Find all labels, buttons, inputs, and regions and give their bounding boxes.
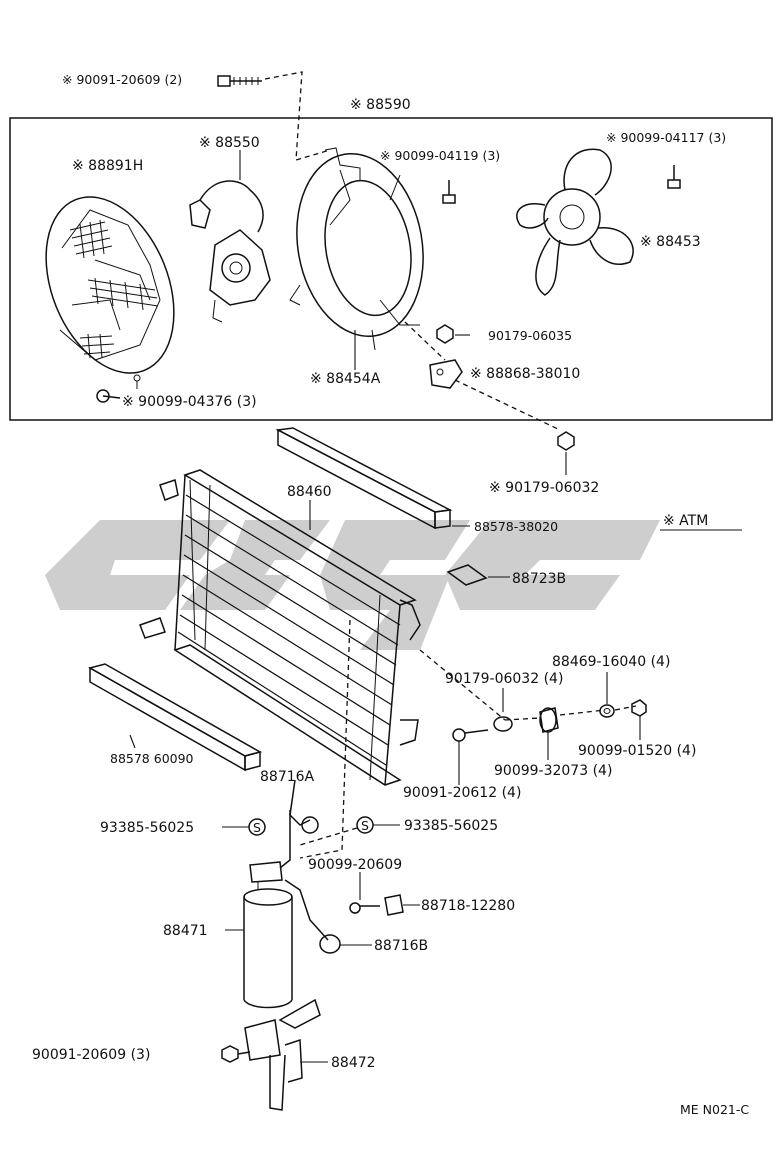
label-90091-20612: 90091-20612 (4) — [403, 785, 521, 801]
label-90179-06035: 90179-06035 — [488, 328, 572, 343]
label-90099-04117: ※ 90099-04117 (3) — [606, 130, 726, 145]
label-88578-60090: 88578 60090 — [110, 751, 194, 766]
tube-88716b — [284, 879, 372, 954]
leader-bracket-dash — [404, 321, 561, 431]
label-90099-04119: ※ 90099-04119 (3) — [380, 148, 500, 163]
label-88454a: ※ 88454A — [310, 371, 381, 387]
condenser-88460 — [139, 469, 421, 786]
mounting-hardware — [419, 649, 647, 785]
label-90179-06032: ※ 90179-06032 — [489, 480, 599, 496]
fan-motor-88550 — [189, 150, 271, 323]
label-88460: 88460 — [287, 484, 332, 500]
label-90099-32073: 90099-32073 (4) — [494, 763, 612, 779]
fan-assembly-box — [9, 117, 773, 421]
label-90099-20609: 90099-20609 — [308, 857, 402, 873]
label-90091-20609-3: 90091-20609 (3) — [32, 1047, 150, 1063]
bracket-88868 — [429, 359, 463, 389]
label-90099-04376: ※ 90099-04376 (3) — [122, 394, 257, 410]
label-88868-38010: ※ 88868-38010 — [470, 366, 580, 382]
oring-right-symbol: S — [361, 818, 369, 833]
label-93385-56025-left: 93385-56025 — [100, 820, 194, 836]
label-88716a: 88716A — [260, 769, 315, 785]
label-88550: ※ 88550 — [199, 135, 260, 151]
label-88891h: ※ 88891H — [72, 158, 143, 174]
label-88578-38020: 88578-38020 — [474, 519, 558, 534]
seal-88578-60090 — [88, 663, 262, 772]
oring-left-symbol: S — [253, 820, 261, 835]
doc-code: ME N021-C — [680, 1102, 749, 1117]
screw-04119 — [442, 180, 456, 204]
label-atm-note: ※ ATM — [663, 513, 708, 529]
shroud-88454a — [289, 147, 424, 370]
oring-left: S — [248, 818, 266, 836]
leader-bolt-top — [264, 71, 331, 161]
label-88453: ※ 88453 — [640, 234, 701, 250]
label-88469-16040: 88469-16040 (4) — [552, 654, 670, 670]
label-88716b: 88716B — [374, 938, 428, 954]
label-88718-12280: 88718-12280 — [421, 898, 515, 914]
label-88590: ※ 88590 — [350, 97, 411, 113]
clamp-88718 — [384, 894, 420, 916]
oring-dash — [299, 827, 358, 846]
bolt-top — [217, 75, 262, 87]
receiver-88471 — [225, 861, 293, 1009]
tube-88716a — [279, 619, 351, 869]
nut-06035 — [436, 324, 470, 344]
label-88471: 88471 — [163, 923, 208, 939]
screw-04376 — [96, 389, 121, 403]
nut-06032-top — [557, 431, 575, 475]
label-bolt-top: ※ 90091-20609 (2) — [62, 72, 182, 87]
seal-88578-38020 — [275, 427, 470, 530]
pad-88723b — [446, 564, 510, 586]
oring-right: S — [356, 816, 374, 834]
mesh-pattern — [69, 219, 159, 359]
shroud-88891h — [45, 196, 175, 389]
watermark-logo — [45, 520, 660, 650]
fan-88453 — [516, 148, 634, 296]
label-93385-56025-right: 93385-56025 — [404, 818, 498, 834]
label-90179-06032-4: 90179-06032 (4) — [445, 671, 563, 687]
label-90099-01520: 90099-01520 (4) — [578, 743, 696, 759]
condenser-fins — [177, 494, 401, 766]
label-88723b: 88723B — [512, 571, 566, 587]
bracket-88472 — [221, 998, 328, 1111]
label-88472: 88472 — [331, 1055, 376, 1071]
screw-04117 — [667, 165, 681, 189]
bolt-20609 — [349, 872, 380, 914]
